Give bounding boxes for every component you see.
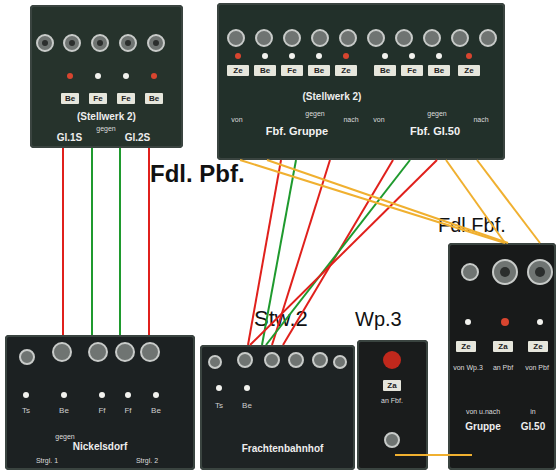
panel-inscription: von Wp.3 <box>448 363 488 372</box>
panel-inscription: Frachtenbahnhof <box>225 443 340 455</box>
signal-wire <box>240 160 505 243</box>
panel-inscription: gegen <box>417 109 457 118</box>
indicator-plate: Fe <box>117 93 135 104</box>
panel-inscription: Strgl. 1 <box>17 456 77 465</box>
signal-wire <box>148 148 150 335</box>
panel-inscription: gegen <box>295 109 335 118</box>
panel-inscription: von <box>225 115 249 124</box>
panel-heading: Wp.3 <box>355 307 415 331</box>
panel-inscription: Gl.2S <box>110 132 165 144</box>
indicator-plate: Be <box>145 93 163 104</box>
panel-inscription: Ff <box>93 405 111 416</box>
panel-inscription: (Stellwerk 2) <box>287 91 377 103</box>
indicator-plate: Ze <box>528 341 548 352</box>
panel-inscription: Ts <box>210 400 228 411</box>
panel-inscription: an Fbf. <box>365 396 419 405</box>
signal-wire <box>272 160 330 345</box>
panel-inscription: gegen <box>86 124 126 133</box>
instrument-panel: ZeBeFeBeZeBeFeBeZe(Stellwerk 2)vongegenn… <box>217 3 505 160</box>
panel-inscription: Strgl. 2 <box>117 456 177 465</box>
indicator-plate: Fe <box>401 65 423 76</box>
signal-wire <box>477 160 540 243</box>
signal-wire <box>62 148 64 335</box>
station-label: Fdl. Pbf. <box>150 160 245 188</box>
panel-inscription: Ff <box>119 405 137 416</box>
signal-wire <box>262 160 296 345</box>
signal-wire <box>446 160 505 243</box>
indicator-plate: Be <box>254 65 276 76</box>
indicator-plate: Fe <box>89 93 107 104</box>
indicator-plate: Ze <box>335 65 357 76</box>
instrument-panel: Be Fe Fe Be (Stellwerk 2)gegenGl.1S Gl.2S <box>30 5 183 148</box>
signal-wire <box>250 160 437 345</box>
wire-stubs <box>395 454 472 456</box>
signal-wire <box>248 160 281 345</box>
signal-wire <box>428 454 448 456</box>
signal-wire <box>91 148 93 335</box>
panel-inscription: nach <box>469 115 493 124</box>
indicator-plate: Za <box>493 341 513 352</box>
panel-inscription: Gl.1S <box>42 132 97 144</box>
panel-inscription: von <box>367 115 391 124</box>
indicator-plate: Be <box>374 65 396 76</box>
signal-wire <box>267 160 508 243</box>
signal-wire <box>119 148 121 335</box>
station-label: Stw.2 <box>254 306 308 332</box>
panel-inscription: gegen <box>45 432 85 441</box>
indicator-plate: Be <box>428 65 450 76</box>
panel-inscription: Be <box>55 405 73 416</box>
signal-wire <box>283 160 393 345</box>
panel-inscription: Ts <box>17 405 35 416</box>
indicator-plate: Ze <box>227 65 249 76</box>
indicator-plate: Ze <box>458 65 480 76</box>
panel-inscription: Gl.50 <box>512 421 554 433</box>
panel-inscription: Gruppe <box>452 421 514 433</box>
panel-heading: Fdl.Fbf. <box>438 213 538 237</box>
indicator-plate: Za <box>383 380 401 391</box>
indicator-plate: Be <box>308 65 330 76</box>
panel-inscription: (Stellwerk 2) <box>50 111 163 123</box>
panel-inscription: nach <box>339 115 363 124</box>
panel-inscription: an Pbf <box>486 363 520 372</box>
panel-inscription: von Pbf <box>520 363 554 372</box>
panel-inscription: Fbf. Gl.50 <box>375 125 495 138</box>
panel-inscription: von u.nach <box>452 407 514 416</box>
panel-inscription: Fbf. Gruppe <box>237 125 357 138</box>
indicator-plate: Fe <box>281 65 303 76</box>
panel-inscription: in <box>520 407 546 416</box>
indicator-plate: Ze <box>456 341 476 352</box>
panel-inscription: Be <box>147 405 165 416</box>
panel-inscription: Be <box>238 400 256 411</box>
indicator-plate: Be <box>61 93 79 104</box>
panel-inscription: Nickelsdorf <box>45 441 155 453</box>
signal-wire <box>266 160 410 345</box>
